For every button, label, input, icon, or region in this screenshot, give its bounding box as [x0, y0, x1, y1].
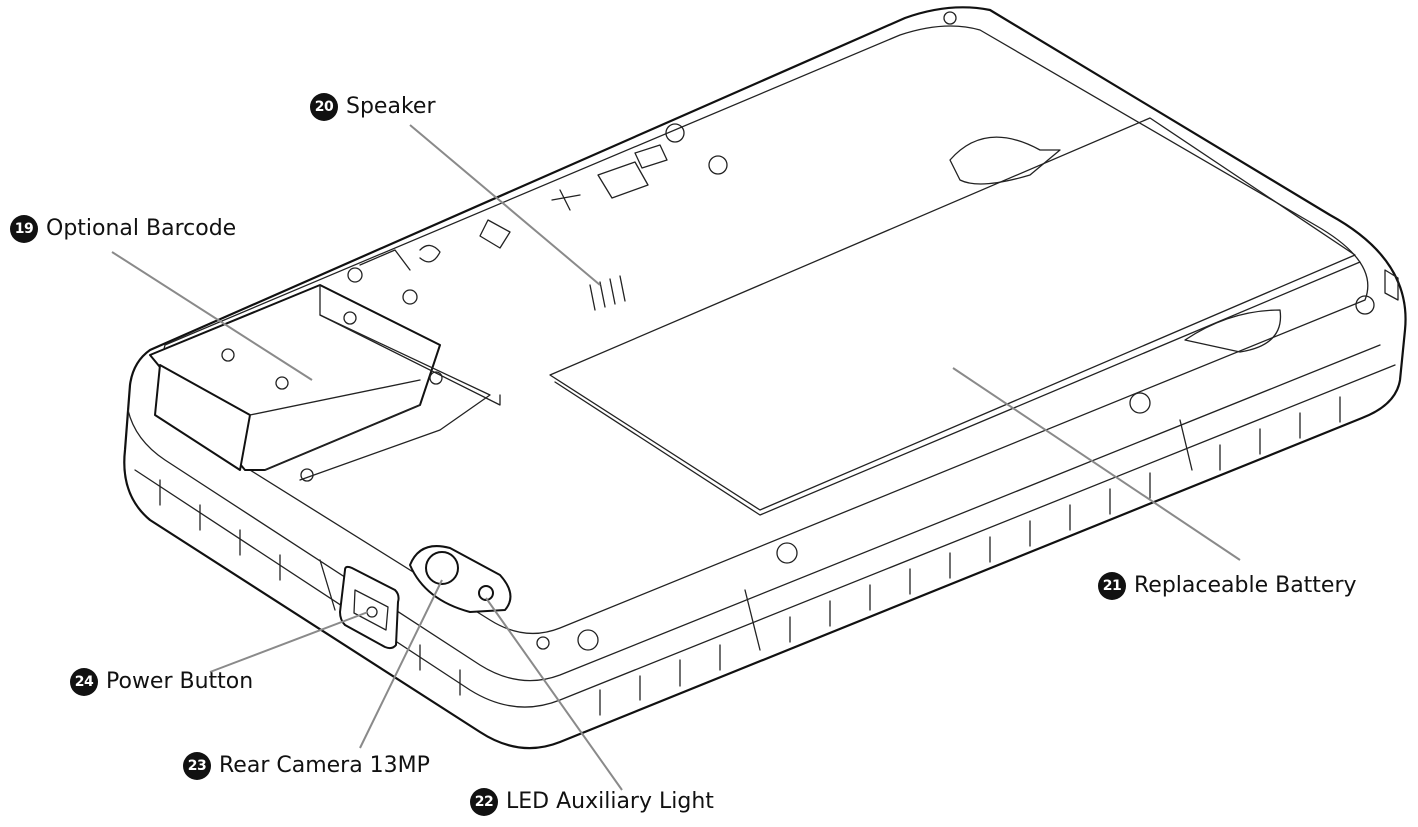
callout-number: 20 [310, 93, 338, 121]
callout-20: 20 Speaker [310, 93, 435, 121]
leader-24 [209, 611, 369, 673]
leader-23 [359, 579, 443, 749]
callout-19: 19 Optional Barcode [10, 215, 236, 243]
callout-number: 23 [183, 752, 211, 780]
callout-text: Replaceable Battery [1134, 573, 1357, 598]
leader-21 [952, 367, 1241, 561]
barcode-window [154, 364, 251, 471]
battery-latch [949, 136, 1061, 185]
tablet-outer-shell [123, 6, 1407, 750]
leader-19 [111, 251, 313, 381]
leader-22 [485, 597, 623, 791]
callout-text: Speaker [346, 94, 436, 119]
barcode-module [149, 284, 441, 471]
callout-22: 22 LED Auxiliary Light [470, 788, 714, 816]
callout-text: Optional Barcode [46, 216, 237, 241]
callout-number: 21 [1098, 572, 1126, 600]
callout-24: 24 Power Button [70, 668, 253, 696]
speaker-grille [589, 275, 626, 311]
grip-ribs [159, 396, 1341, 716]
callout-number: 19 [10, 215, 38, 243]
callout-23: 23 Rear Camera 13MP [183, 752, 430, 780]
leader-20 [409, 124, 601, 286]
callout-number: 24 [70, 668, 98, 696]
callout-number: 22 [470, 788, 498, 816]
callout-text: Rear Camera 13MP [219, 753, 430, 778]
battery-cover [549, 117, 1356, 511]
callout-21: 21 Replaceable Battery [1098, 572, 1357, 600]
callout-text: Power Button [106, 669, 254, 694]
rear-camera-lens [425, 551, 459, 585]
camera-housing [409, 545, 512, 613]
callout-text: LED Auxiliary Light [506, 789, 714, 814]
led-light [478, 585, 494, 601]
